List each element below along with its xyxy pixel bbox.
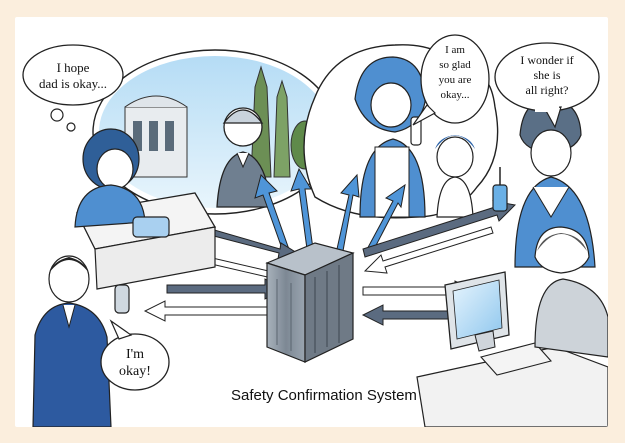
bubble-text-line: so glad [439,59,471,71]
speech-bubble-father: I'm okay! [100,319,170,391]
illustration-panel: I hope dad is okay... I wonder if she is… [15,17,608,427]
safety-confirmation-illustration: I hope dad is okay... I wonder if she is… [22,34,608,427]
speech-bubble-reunion: I am so glad you are okay... [412,34,490,126]
bubble-text-line: I'm [126,347,144,362]
scene-cloud-father [92,49,338,215]
father-with-mobile [32,255,130,427]
bubble-text-line: you are [439,74,472,86]
keyboard-icon [479,342,553,376]
bubble-text-line: I am [445,44,465,56]
speech-bubble-daughter-home: I hope dad is okay... [22,44,124,132]
man-at-computer [416,226,608,427]
server-icon [265,242,355,363]
desk-phone-icon [132,216,170,238]
bubble-text-line: I wonder if [520,53,573,67]
bubble-text-line: I hope [57,60,90,75]
speech-bubble-mother: I wonder if she is all right? [494,42,600,129]
data-arrows [143,167,517,326]
bubble-text-line: all right? [526,83,569,97]
bubble-text-line: okay... [441,89,470,101]
daughter-at-desk [74,128,217,290]
system-caption: Safety Confirmation System [231,387,417,404]
mobile-phone-icon [114,284,130,314]
bubble-text-line: she is [534,68,561,82]
mother-with-mobile [492,98,596,268]
bubble-text-line: dad is okay... [39,76,107,91]
mobile-phone-icon [492,184,508,212]
bubble-text-line: okay! [119,364,151,379]
